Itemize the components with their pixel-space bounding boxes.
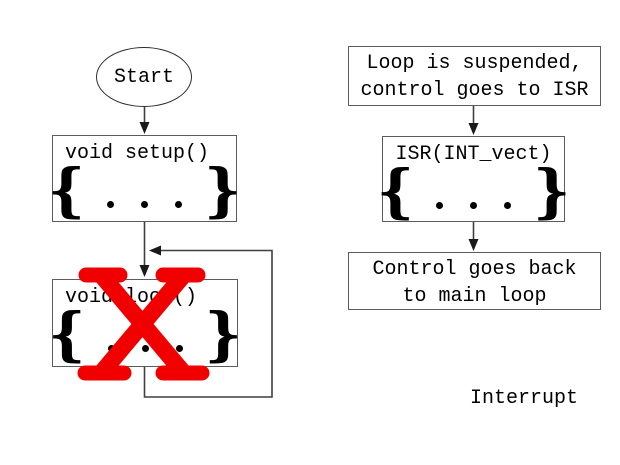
suspend-box: Loop is suspended, control goes to ISR	[348, 46, 601, 106]
setup-title: void setup()	[65, 142, 210, 165]
close-brace: }	[204, 156, 242, 224]
setup-box: void setup() { }	[48, 135, 242, 222]
return-box: Control goes back to main loop	[348, 252, 601, 310]
suspend-line2: control goes to ISR	[360, 79, 589, 102]
arrow-suspend-to-isr	[468, 106, 479, 135]
start-label: Start	[113, 65, 174, 89]
start-terminator: Start	[96, 47, 192, 107]
ellipsis-dots	[436, 201, 511, 209]
close-brace: }	[533, 157, 571, 225]
suspend-line1: Loop is suspended,	[366, 52, 583, 75]
open-brace: {	[376, 157, 414, 225]
return-line1: Control goes back	[372, 258, 577, 281]
arrow-isr-to-return	[468, 222, 479, 251]
isr-box: ISR(INT_vect) { }	[377, 136, 571, 222]
loop-code-body: { }	[48, 304, 242, 363]
close-brace: }	[204, 300, 242, 368]
loop-box: void loop() { }	[48, 279, 242, 367]
ellipsis-dots	[107, 344, 183, 352]
arrow-setup-to-loop	[139, 222, 150, 277]
setup-code-body: { }	[48, 160, 242, 219]
ellipsis-dots	[107, 200, 182, 208]
open-brace: {	[47, 156, 85, 224]
isr-title: ISR(INT_vect)	[395, 143, 552, 166]
return-line2: to main loop	[402, 285, 547, 308]
arrow-start-to-setup	[139, 107, 150, 134]
isr-code-body: { }	[377, 161, 571, 220]
open-brace: {	[48, 300, 86, 368]
interrupt-caption: Interrupt	[469, 387, 579, 410]
